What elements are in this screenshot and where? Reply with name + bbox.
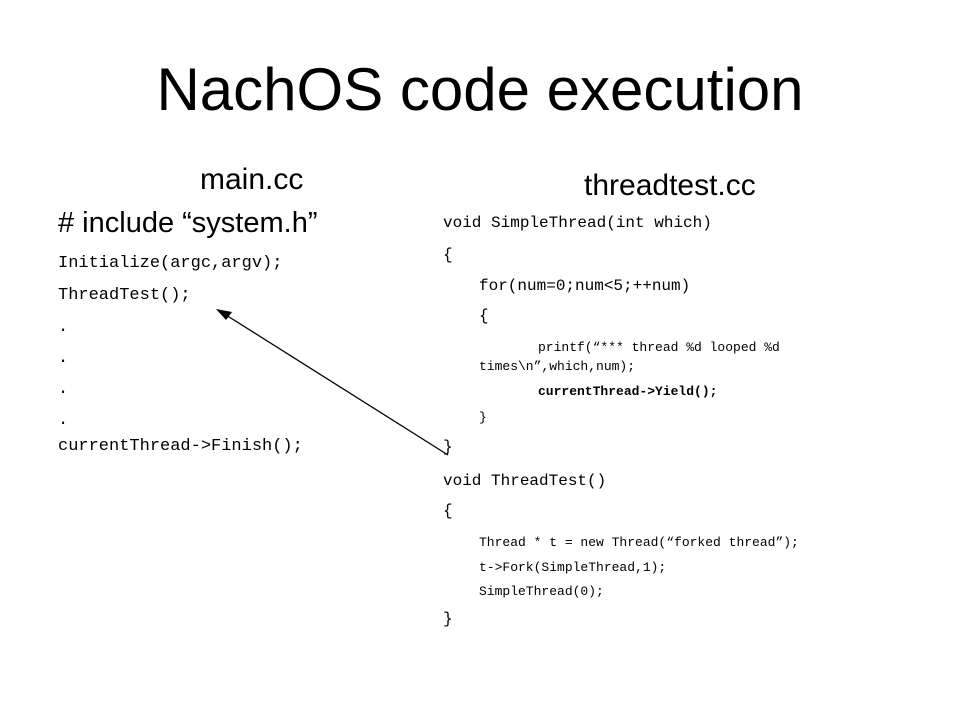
threadtest-code-line: } bbox=[443, 438, 453, 456]
threadtest-code-line: } bbox=[443, 610, 453, 628]
threadtest-code-line: } bbox=[479, 410, 487, 425]
threadtest-code-line: { bbox=[443, 502, 453, 520]
threadtest-cc-heading: threadtest.cc bbox=[584, 169, 756, 202]
main-cc-heading: main.cc bbox=[200, 163, 304, 196]
threadtest-code-line: void SimpleThread(int which) bbox=[443, 214, 712, 232]
threadtest-code-line: printf(“*** thread %d looped %d bbox=[538, 340, 780, 355]
main-cc-include: # include “system.h” bbox=[58, 207, 318, 239]
threadtest-code-line: { bbox=[479, 307, 489, 325]
slide-title: NachOS code execution bbox=[156, 56, 804, 123]
threadtest-code-line: for(num=0;num<5;++num) bbox=[479, 277, 691, 295]
threadtest-code-line: void ThreadTest() bbox=[443, 472, 607, 490]
threadtest-code-line: times\n”,which,num); bbox=[479, 359, 636, 374]
main-cc-code-line: . bbox=[58, 318, 69, 337]
main-cc-code-line: . bbox=[58, 411, 69, 430]
threadtest-code-line: { bbox=[443, 246, 453, 264]
main-cc-code-line: . bbox=[58, 349, 69, 368]
threadtest-code-line: Thread * t = new Thread(“forked thread”)… bbox=[479, 535, 799, 550]
main-cc-code-line: currentThread->Finish(); bbox=[58, 437, 303, 456]
threadtest-code-line: t->Fork(SimpleThread,1); bbox=[479, 560, 667, 575]
main-cc-code-line: . bbox=[58, 380, 69, 399]
threadtest-code-line: currentThread->Yield(); bbox=[538, 384, 718, 399]
threadtest-code-line: SimpleThread(0); bbox=[479, 584, 604, 599]
main-cc-code-line: ThreadTest(); bbox=[58, 286, 191, 305]
main-cc-code-line: Initialize(argc,argv); bbox=[58, 254, 283, 273]
